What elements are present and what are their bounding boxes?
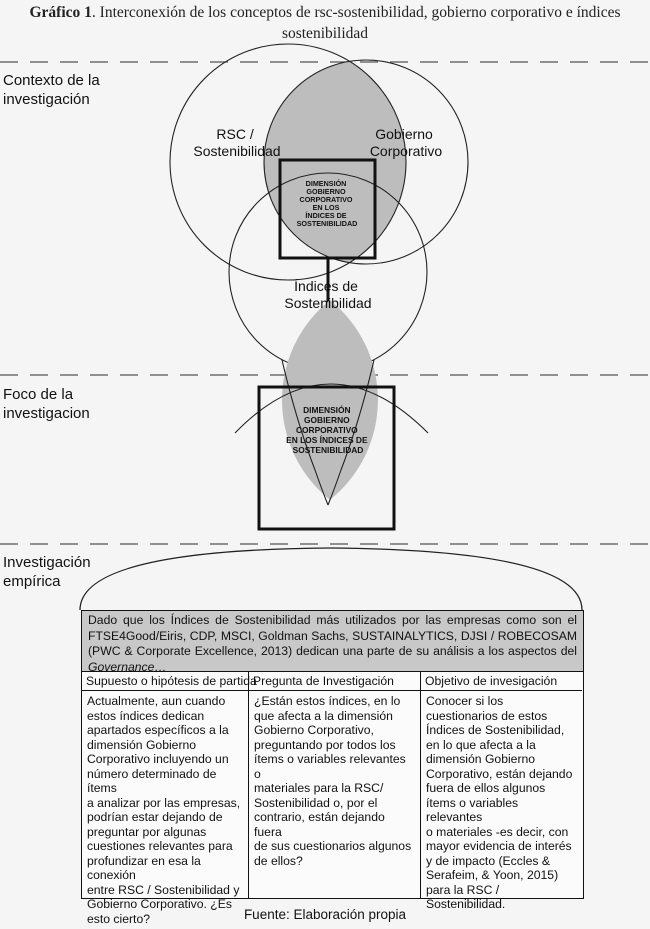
column-header: Supuesto o hipótesis de partida [82,672,257,691]
label-indices: Índices de Sostenibilidad [284,278,371,311]
figure-caption: Gráfico 1. Interconexión de los concepto… [0,2,650,44]
column-question: Pregunta de Investigación ¿Están estos í… [249,672,421,898]
caption-text: . Interconexión de los conceptos de rsc-… [91,4,621,42]
focus-box-large [257,385,396,531]
section-label-focus: Foco de la investigacion [3,386,90,422]
intersection-label-large: DIMENSIÓN GOBIERNO CORPORATIVO EN LOS ÍN… [286,404,370,455]
label-rsc: RSC / Sostenibilidad [193,126,280,159]
arc-left [281,359,329,506]
intersection-label-small: DIMENSIÓN GOBIERNO CORPORATIVO EN LOS ÍN… [297,179,358,228]
caption-label: Gráfico 1 [29,4,92,21]
column-hypothesis: Supuesto o hipótesis de partida Actualme… [82,672,257,926]
brace-arc [79,547,583,611]
table-intro: Dado que los Índices de Sostenibilidad m… [82,611,583,674]
circle-rsc [169,43,407,281]
intersection-shaded-small [264,60,406,264]
column-header: Objetivo de invesigación [421,672,582,691]
research-table: Dado que los Índices de Sostenibilidad m… [81,610,584,926]
figure-source: Fuente: Elaboración propia [243,907,407,922]
section-label-context: Contexto de la investigación [3,72,100,108]
label-gobierno: Gobierno Corporativo [370,126,443,159]
section-label-empirical: Investigación empírica [3,554,91,590]
intersection-shaded-large [282,272,378,528]
column-header: Pregunta de Investigación [249,672,420,691]
circle-gobierno [263,59,469,265]
